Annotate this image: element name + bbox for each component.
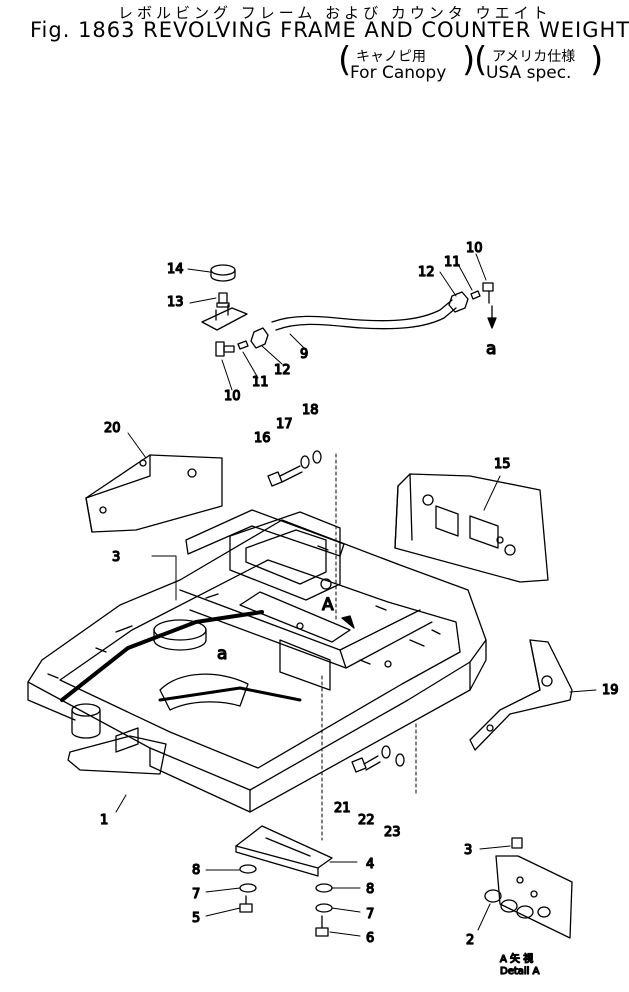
variant-2-label: USA spec. (486, 63, 572, 83)
side-cover-20 (85, 454, 223, 533)
under-cover-4 (235, 825, 333, 937)
callout-18: 18 (302, 403, 319, 418)
detail-a (484, 837, 573, 939)
figure-title: Fig. 1863 REVOLVING FRAME AND COUNTER WE… (30, 18, 629, 42)
callout-10-left: 10 (224, 389, 241, 404)
callout-8-left: 8 (192, 863, 200, 878)
callout-16: 16 (254, 431, 271, 446)
callout-15: 15 (494, 457, 511, 472)
callout-14: 14 (167, 262, 184, 277)
bolt-set-upper (267, 450, 322, 487)
variant-2-japanese: アメリカ仕様 (492, 49, 576, 65)
callout-22: 22 (358, 813, 375, 828)
paren-open-1: ( (338, 40, 352, 80)
detail-reference: A 矢 視 (500, 952, 533, 965)
callout-7-right: 7 (366, 907, 374, 922)
callout-3: 3 (112, 550, 120, 565)
callout-10-right: 10 (466, 241, 483, 256)
callout-21: 21 (334, 801, 351, 816)
detail-label: Detail A (500, 966, 540, 977)
variant-1-japanese: キャノピ用 (356, 49, 426, 65)
revolving-frame (27, 509, 487, 813)
callout-11-left: 11 (252, 375, 269, 390)
callout-2: 2 (466, 933, 474, 948)
title-japanese: レボルビング フレーム および カウンタ ウエイト (118, 4, 552, 22)
counterweight-15 (394, 473, 549, 583)
piping-assembly (201, 264, 497, 357)
connection-a-top: a (486, 339, 496, 359)
side-cover-19 (469, 639, 573, 751)
bolt-set-lower (351, 745, 405, 773)
callout-labels: 14 13 10 11 12 9 10 11 12 20 16 17 18 15… (99, 240, 619, 977)
paren-open-2: ( (474, 40, 488, 80)
variant-1-label: For Canopy (350, 63, 447, 83)
callout-13: 13 (167, 295, 184, 310)
callout-23: 23 (384, 825, 401, 840)
callout-8-right: 8 (366, 882, 374, 897)
view-arrow-label: A (322, 595, 334, 615)
paren-close-1: ) (462, 40, 476, 80)
leader-lines (115, 253, 597, 937)
callout-19: 19 (602, 683, 619, 698)
callout-5: 5 (192, 911, 200, 926)
callout-3-detail: 3 (464, 843, 472, 858)
callout-12-right: 12 (418, 265, 435, 280)
connection-a-frame: a (217, 644, 227, 664)
callout-17: 17 (276, 417, 293, 432)
callout-6: 6 (366, 931, 374, 946)
callout-20: 20 (104, 421, 121, 436)
callout-4: 4 (366, 857, 374, 872)
paren-close-2: ) (590, 40, 604, 80)
callout-1: 1 (100, 813, 108, 828)
callout-11-right: 11 (444, 255, 461, 270)
callout-9: 9 (300, 347, 308, 362)
callout-12-left: 12 (274, 363, 291, 378)
callout-7-left: 7 (192, 887, 200, 902)
